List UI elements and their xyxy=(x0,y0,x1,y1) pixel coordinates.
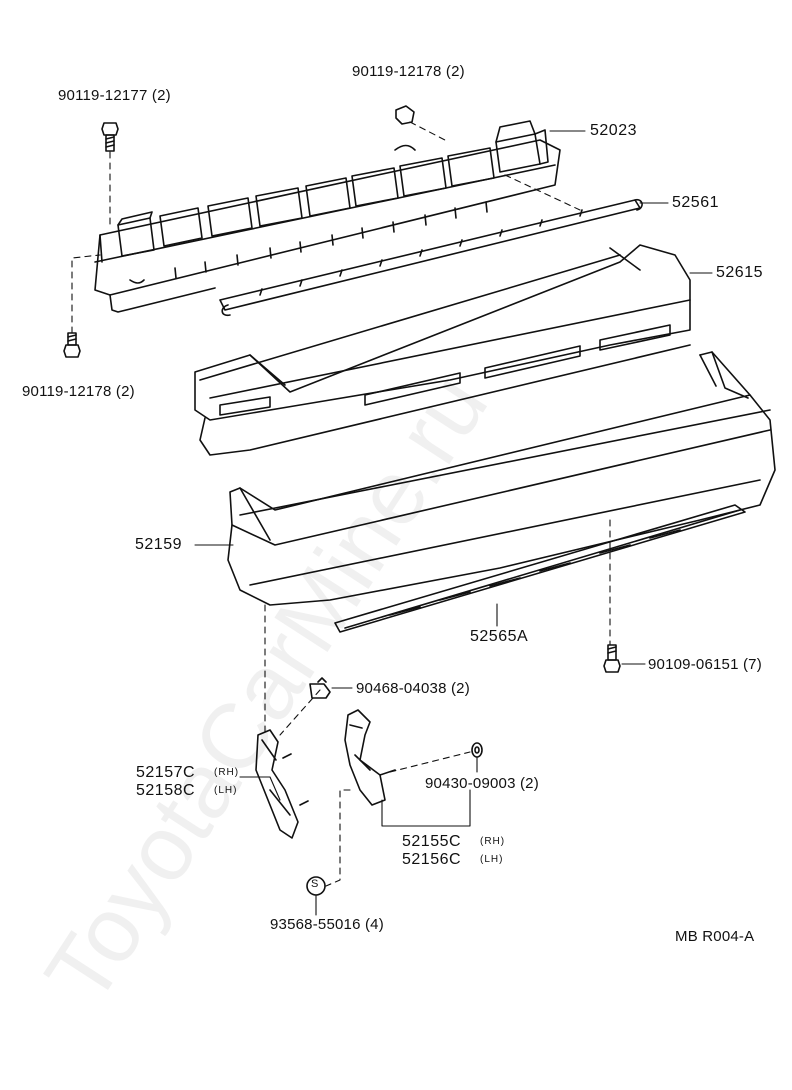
label-bracket-right-rh: 52155C xyxy=(402,833,462,850)
label-bolt-top-center: 90119-12178 (2) xyxy=(352,63,465,80)
label-bracket-right-lh: 52156C xyxy=(402,851,462,868)
energy-absorber-52615 xyxy=(194,244,691,456)
label-bracket-left-rh: 52157C xyxy=(136,764,196,781)
bumper-cover-52159 xyxy=(227,351,776,606)
label-bracket-left-lh-suffix: (LH) xyxy=(214,785,238,796)
label-clip: 90468-04038 (2) xyxy=(356,680,470,697)
screw-s-symbol: S xyxy=(311,878,319,890)
label-bumper-cover: 52159 xyxy=(135,536,182,553)
bracket-right xyxy=(344,709,396,806)
bolt-icon-top-left xyxy=(101,122,119,152)
bolt-icon-left-lower xyxy=(63,332,81,358)
label-bracket-right-lh-suffix: (LH) xyxy=(480,854,504,865)
label-screw-bottom: 93568-55016 (4) xyxy=(270,916,384,933)
nut-icon-90430 xyxy=(471,742,483,758)
clip-icon-top-center xyxy=(395,105,415,125)
label-retainer-strip: 52561 xyxy=(672,194,719,211)
label-bracket-left-rh-suffix: (RH) xyxy=(214,767,240,778)
label-bolt-left-lower: 90119-12178 (2) xyxy=(22,383,135,400)
label-bolt-top-left: 90119-12177 (2) xyxy=(58,87,171,104)
label-bracket-left-lh: 52158C xyxy=(136,782,196,799)
screw-icon-right xyxy=(603,644,621,673)
label-absorber: 52615 xyxy=(716,264,763,281)
label-nut: 90430-09003 (2) xyxy=(425,775,539,792)
figure-code: MB R004-A xyxy=(675,928,755,945)
leader-lines xyxy=(194,130,713,916)
label-lower-molding: 52565A xyxy=(470,628,529,645)
bracket-left xyxy=(255,729,309,839)
clip-icon-90468 xyxy=(309,677,331,699)
reinforcement-bar-52023 xyxy=(94,120,561,313)
label-reinforcement: 52023 xyxy=(590,122,637,139)
alignment-dashed-lines xyxy=(71,121,611,887)
lower-molding-52565A xyxy=(334,504,746,633)
label-screw: 90109-06151 (7) xyxy=(648,656,762,673)
label-bracket-right-rh-suffix: (RH) xyxy=(480,836,506,847)
retainer-strip-52561 xyxy=(219,198,643,317)
